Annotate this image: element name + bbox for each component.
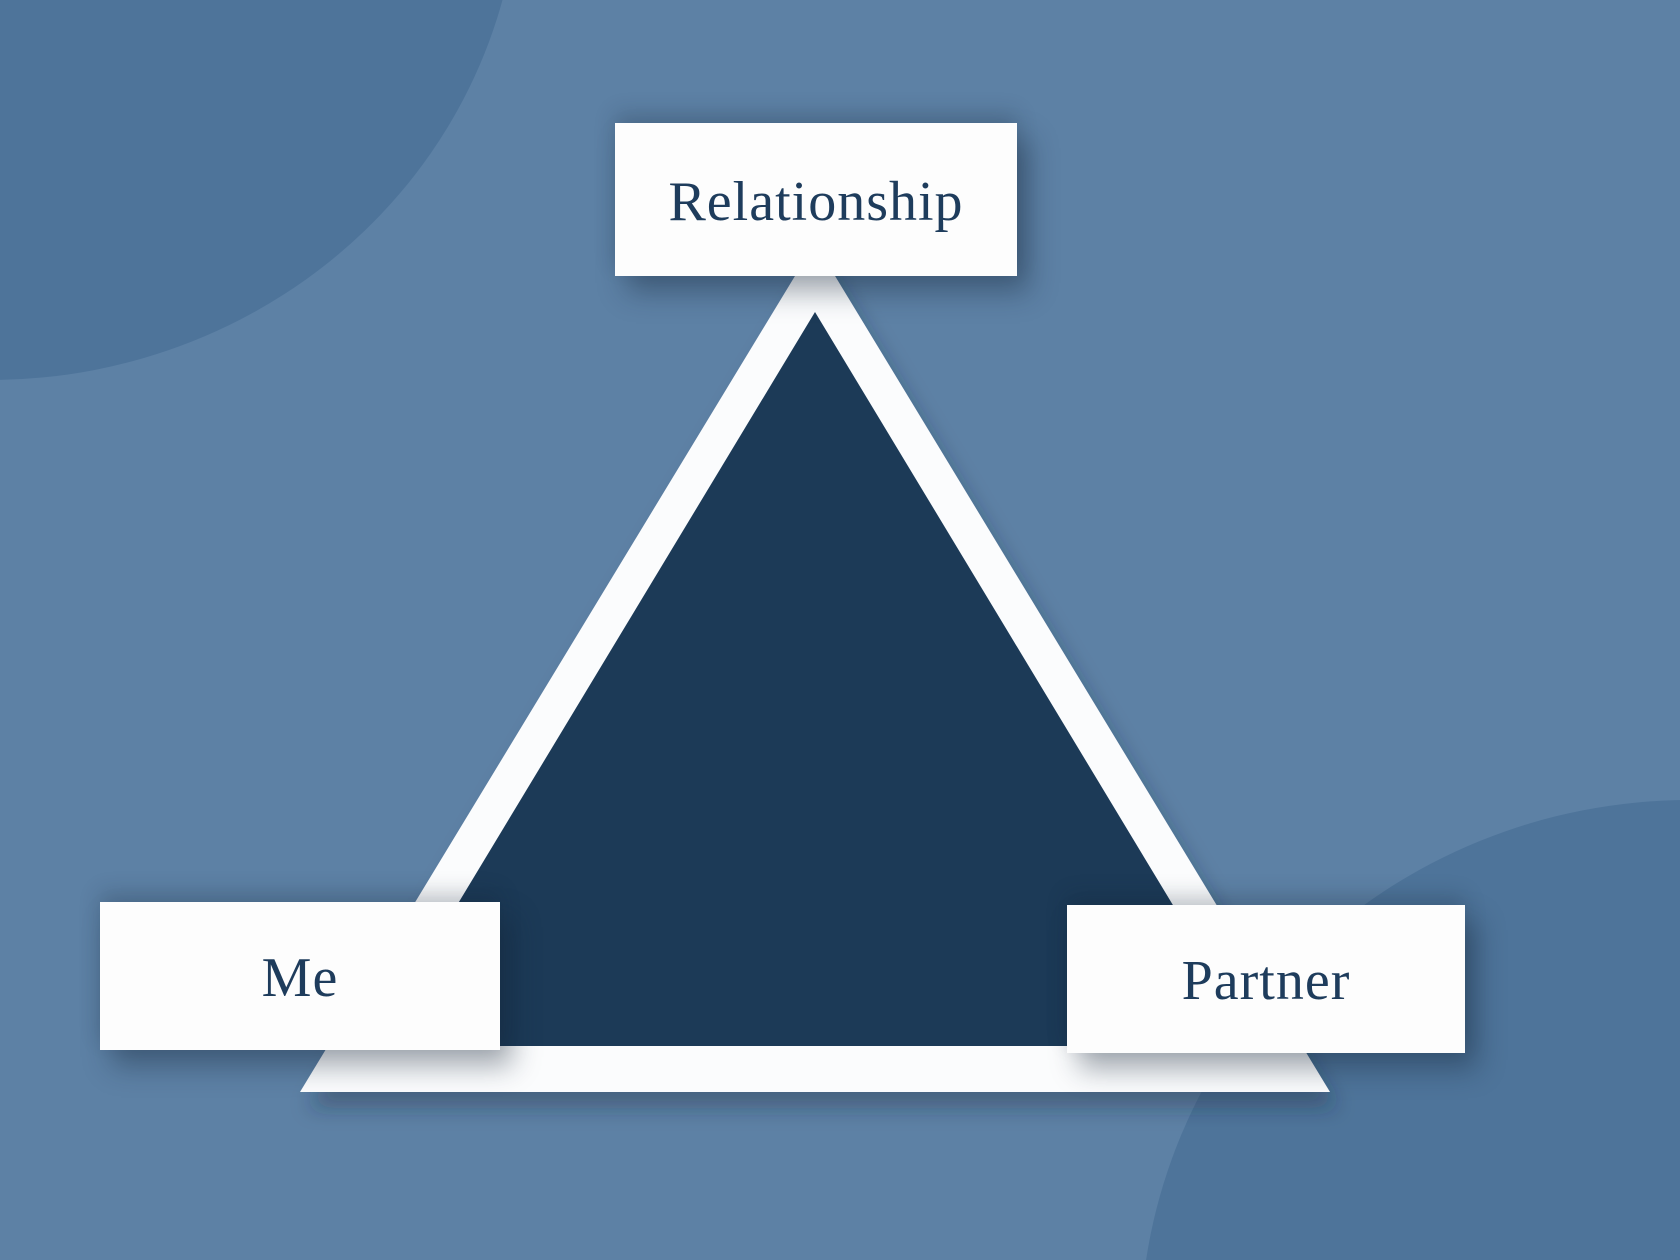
node-me: Me [100,902,500,1050]
triangle-inner-fill [372,312,1258,1046]
node-relationship-label: Relationship [668,170,964,233]
node-me-label: Me [261,947,339,1009]
node-relationship: Relationship [615,123,1017,276]
node-partner: Partner [1067,905,1465,1053]
node-partner-label: Partner [1181,950,1351,1012]
